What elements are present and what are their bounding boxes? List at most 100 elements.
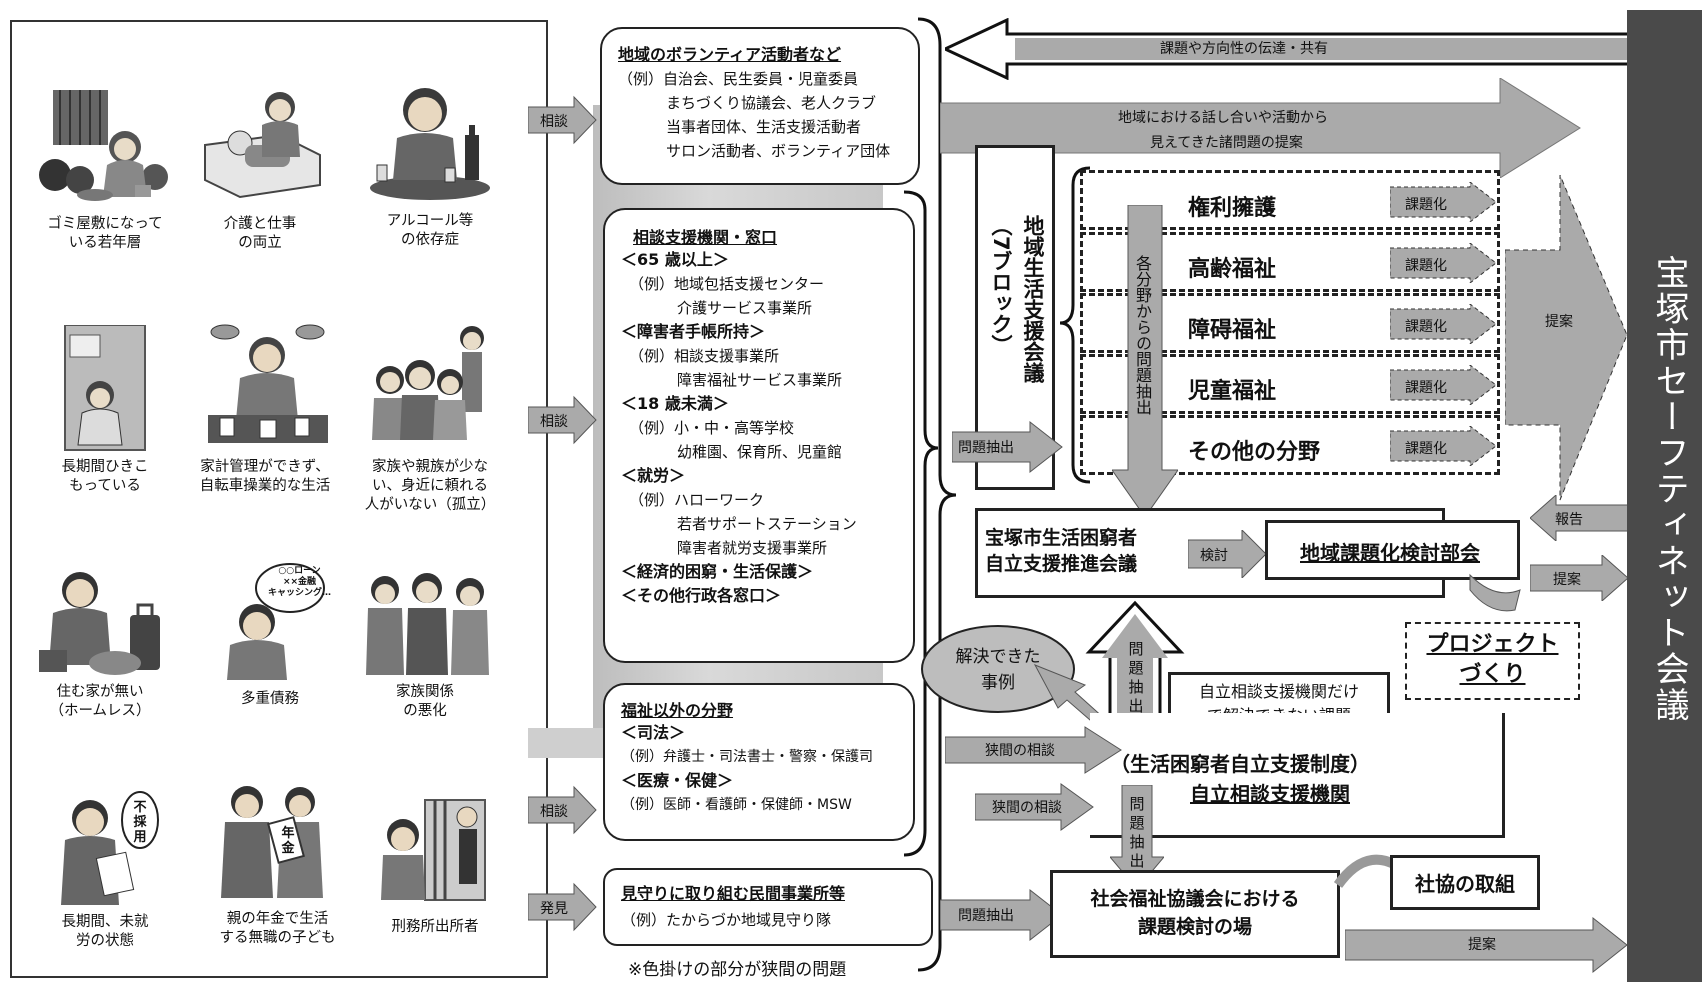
keimusho-label: 刑務所出所者 [391, 919, 479, 935]
volunteer-line-1: （例）自治会、民生委員・児童委員 [618, 70, 859, 88]
arrow-up-mondai-label: 問 題 抽 出 [1128, 640, 1144, 715]
consult-line-15: ＜その他行政各窓口＞ [621, 586, 782, 605]
consult-line-1: ＜65 歳以上＞ [621, 250, 729, 269]
loan-bubble-text: ○○ローン ××金融 キャッシング… [267, 566, 331, 598]
arrow-extract-vertical [1112, 205, 1178, 518]
jiritsu-box [1090, 713, 1505, 838]
arrow-teian-big-label: 提案 [1545, 314, 1573, 330]
arrow-mondai-2 [940, 888, 1063, 942]
alcohol-label: アルコール等 の依存症 [386, 213, 474, 248]
homeless-label: 住む家が無い （ホームレス） [49, 684, 151, 719]
arrow-mondai-1-label: 問題抽出 [958, 440, 1014, 456]
consult-line-10: ＜就労＞ [621, 466, 686, 485]
arrow-hazama-1-label: 狭間の相談 [985, 743, 1055, 759]
project-label: プロジェクト づくり [1426, 632, 1559, 687]
jiritsu-line1: （生活困窮者自立支援制度） [1110, 752, 1370, 776]
main-bracket [917, 17, 957, 972]
arrow-soudan-3-label: 相談 [540, 804, 568, 820]
gomi-label: ゴミ屋敷になって いる若年層 [47, 216, 163, 251]
volunteer-title: 地域のボランティア活動者など [618, 45, 842, 64]
fusaiyo-text: 不 採 用 [133, 800, 147, 845]
consult-line-4: ＜障害者手帳所持＞ [621, 322, 766, 341]
bukai-label: 地域課題化検討部会 [1300, 541, 1480, 565]
consult-title: 相談支援機関・窓口 [633, 228, 778, 247]
private-title: 見守りに取り組む民間事業所等 [621, 884, 846, 903]
field-name-3: 障碍福祉 [1188, 318, 1277, 343]
koritsu-label: 家族や親族が少な い、身近に頼れる 人がいない（孤立） [364, 459, 496, 513]
consult-line-5: （例）相談支援事業所 [629, 347, 780, 365]
gomi-illustration [39, 90, 168, 201]
extract-vertical-label: 各分野からの問題抽出 [1133, 255, 1152, 415]
arrow-hazama-2-label: 狭間の相談 [992, 800, 1062, 816]
nenkin-label: 親の年金で生活 する無職の子ども [219, 911, 336, 946]
kazoku-illustration [366, 573, 489, 675]
consult-line-13: 障害者就労支援事業所 [677, 539, 828, 557]
homeless-illustration [39, 572, 160, 675]
mishuro-label: 長期間、未就 労の状態 [61, 914, 149, 949]
volunteer-line-3: 当事者団体、生活支援活動者 [666, 118, 862, 136]
chiiki-meeting-label: 地域生活支援会議 （7ブロック） [989, 215, 1045, 383]
nonwelfare-line-1: ＜司法＞ [621, 723, 686, 742]
arrow-soudan-1-label: 相談 [540, 114, 568, 130]
consult-line-9: 幼稚園、保育所、児童館 [677, 443, 843, 461]
consult-line-7: ＜18 歳未満＞ [621, 394, 729, 413]
arrow-soudan-1 [528, 95, 597, 145]
arrow-soudan-3 [528, 785, 597, 835]
tag-label-3: 課題化 [1405, 319, 1447, 335]
arrow-hazama-1 [945, 726, 1122, 774]
tag-arrow-4 [1390, 365, 1497, 405]
fields-bracket [1059, 166, 1091, 484]
jiritsu-line2: 自立相談支援機関 [1190, 782, 1350, 806]
shakyo-torikumi-box [1390, 855, 1540, 910]
private-line: （例）たからづか地域見守り隊 [621, 911, 832, 929]
arrow-share-label: 課題や方向性の伝達・共有 [1160, 41, 1328, 57]
arrow-up-mondai [1085, 600, 1185, 727]
nonwelfare-box: 福祉以外の分野 ＜司法＞ （例）弁護士・司法書士・警察・保護司 ＜医療・保健＞ … [603, 683, 915, 841]
arrow-down-mondai-label: 問 題 抽 出 [1129, 795, 1145, 870]
volunteer-line-2: まちづくり協議会、老人クラブ [666, 94, 877, 112]
arrow-teian-big [1505, 175, 1628, 501]
arrow-soudan-2 [528, 395, 597, 445]
tag-label-5: 課題化 [1405, 441, 1447, 457]
koritsu-illustration [372, 326, 484, 440]
nonwelfare-title: 福祉以外の分野 [621, 701, 734, 720]
safety-net-label: 宝塚市セーフティネット会議 [1649, 255, 1689, 723]
arrow-hakken [528, 882, 597, 932]
arrow-propose-line1: 地域における話し合いや活動から [1118, 110, 1328, 126]
tag-label-2: 課題化 [1405, 258, 1447, 274]
arrow-teian-2 [1530, 555, 1629, 601]
tag-arrow-5 [1390, 426, 1497, 466]
field-name-2: 高齢福祉 [1188, 257, 1277, 282]
safety-net-bar [1627, 10, 1702, 982]
hikikomori-illustration [64, 325, 146, 451]
footnote: ※色掛けの部分が狭間の問題 [628, 960, 847, 980]
kakei-label: 家計管理ができず、 自転車操業的な生活 [199, 459, 331, 494]
tag-arrow-1 [1390, 182, 1497, 222]
kakei-illustration [208, 324, 328, 443]
consult-line-12: 若者サポートステーション [677, 515, 857, 533]
kaiketsu-label: 解決できた 事例 [955, 647, 1041, 693]
nenkin-illustration [221, 786, 323, 898]
field-name-5: その他の分野 [1188, 440, 1321, 465]
tag-arrow-2 [1390, 243, 1497, 283]
arrow-teian-3-label: 提案 [1468, 937, 1496, 953]
bukai-box [1265, 520, 1520, 580]
shakyo-torikumi-label: 社協の取組 [1415, 872, 1515, 896]
saimu-illustration [227, 563, 325, 680]
private-box: 見守りに取り組む民間事業所等 （例）たからづか地域見守り隊 [603, 868, 933, 946]
arrow-teian-3 [1345, 916, 1628, 974]
tag-label-1: 課題化 [1405, 197, 1447, 213]
kaigo-label: 介護と仕事 の両立 [223, 216, 297, 251]
curl-arrow [1469, 573, 1521, 612]
arrow-mondai-1 [952, 420, 1063, 474]
arrow-propose-line2: 見えてきた諸問題の提案 [1150, 135, 1303, 151]
field-name-4: 児童福祉 [1188, 379, 1277, 404]
consult-line-14: ＜経済的困窮・生活保護＞ [621, 562, 814, 581]
arrow-hazama-2 [975, 783, 1094, 831]
kaigo-illustration [204, 92, 321, 199]
arrow-teian-2-label: 提案 [1553, 572, 1581, 588]
nonwelfare-line-3: ＜医療・保健＞ [621, 771, 734, 790]
suishin-label: 宝塚市生活困窮者 自立支援推進会議 [985, 527, 1138, 575]
nenkin-text: 年 金 [281, 826, 295, 856]
arrow-houkoku-label: 報告 [1555, 512, 1583, 528]
